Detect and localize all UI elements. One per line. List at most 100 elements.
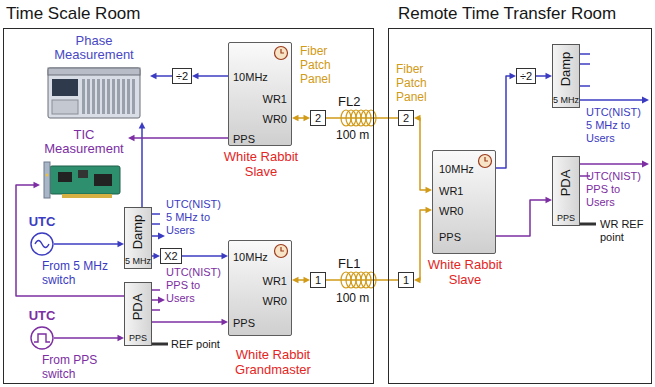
fiber-length: 100 m (336, 291, 369, 306)
port-label: WR1 (439, 184, 463, 198)
connector-line (54, 243, 120, 245)
connector-line (16, 185, 124, 296)
signal-connector (292, 115, 310, 122)
distribution-amp: PDAPPS (552, 156, 580, 226)
tic-card (50, 166, 120, 194)
tic-card (62, 194, 112, 198)
fiber-name: FL2 (338, 94, 360, 110)
phase-instrument (117, 79, 120, 114)
connector-line (196, 75, 228, 77)
signal-connector (536, 73, 552, 80)
source-symbol (34, 334, 50, 342)
patch-port: 2 (398, 110, 414, 126)
reference-bar (152, 343, 168, 346)
phase-instrument (122, 79, 125, 114)
phase-instrument (92, 79, 95, 114)
tic-card (78, 170, 88, 178)
phase-instrument (102, 79, 105, 114)
arrow-head (414, 277, 421, 284)
connector-line (182, 255, 224, 257)
port-label: PPS (233, 132, 255, 146)
output-wire (152, 223, 160, 225)
output-wire (152, 213, 160, 215)
source-name: UTC (24, 308, 60, 324)
connector-line (418, 118, 428, 190)
source-circle: UTCFrom 5 MHz switch (30, 232, 54, 256)
output-wire (152, 289, 160, 291)
phase-instrument (132, 79, 135, 114)
box-label: ÷2 (176, 69, 188, 83)
tic-card (94, 174, 112, 186)
arrow-head (414, 115, 421, 122)
arrow-head (292, 115, 299, 122)
multiplier-box: X2 (160, 248, 182, 264)
phase-instrument (48, 68, 140, 75)
reference-bar (580, 223, 596, 226)
device-logo (281, 247, 284, 251)
panel-label: Fiber Patch Panel (300, 44, 340, 86)
amp-name: PDA (130, 294, 146, 321)
distribution-amp: Damp 5 MHz (124, 207, 152, 269)
output-wire (152, 299, 158, 301)
phase-instrument (52, 79, 78, 96)
port-label: WR1 (263, 274, 287, 288)
instrument-label: TIC Measurement (40, 128, 128, 156)
patch-port: 2 (310, 110, 326, 126)
device-name: White Rabbit Slave (420, 257, 510, 287)
source-name: UTC (24, 214, 60, 230)
distribution-amp: PDA PPS (124, 282, 152, 346)
connector-line (132, 137, 228, 139)
amp-rating: PPS (553, 213, 579, 224)
room-title: Time Scale Room (6, 4, 140, 24)
divider-box: ÷2 (516, 68, 536, 84)
tic-card (44, 162, 50, 198)
amp-rating: 5 MHz (125, 256, 151, 267)
output-wire (642, 97, 649, 104)
output-wire (580, 53, 590, 55)
port-label: WR0 (263, 112, 287, 126)
fiber-name: FL1 (338, 256, 360, 272)
reference-bar (152, 224, 596, 344)
phase-instrument (48, 68, 140, 118)
phase-instrument (87, 79, 90, 114)
amp-rating: PPS (125, 333, 151, 344)
device-logo (485, 157, 488, 161)
arrow-head (128, 135, 135, 142)
tic-card (58, 172, 72, 182)
box-label: 1 (315, 273, 321, 287)
box-label: X2 (164, 249, 177, 263)
phase-instrument (82, 79, 135, 114)
box-label: 2 (403, 111, 409, 125)
patch-port: 1 (398, 272, 414, 288)
amp-name: Damp (558, 52, 574, 87)
port-label: WR0 (439, 204, 463, 218)
port-label: WR1 (263, 92, 287, 106)
port-label: PPS (439, 230, 461, 244)
arrow-head (292, 277, 299, 284)
arrow-head (150, 73, 157, 80)
port-label: 10MHz (233, 250, 268, 264)
device-logo (281, 49, 284, 53)
output-wire (158, 297, 165, 304)
box-label: ÷2 (520, 69, 532, 83)
device-logo (479, 155, 492, 168)
source-caption: From PPS switch (42, 354, 120, 381)
amp-rating: 5 MHz (553, 95, 579, 106)
output-wire (642, 161, 649, 168)
output-wire (580, 163, 642, 165)
output-wire (152, 235, 158, 237)
arrow-head (34, 182, 41, 189)
phase-instrument (82, 79, 85, 114)
output-label: UTC(NIST) 5 MHz to Users (166, 198, 226, 237)
amp-name: Damp (130, 215, 146, 250)
connector-line (496, 76, 512, 168)
port-label: WR0 (263, 294, 287, 308)
connector-line (152, 321, 224, 323)
circle-outline (30, 326, 54, 350)
signal-connector (496, 73, 516, 168)
output-wire (158, 233, 165, 240)
port-label: 10MHz (233, 70, 268, 84)
source-caption: From 5 MHz switch (42, 260, 120, 287)
reference-label: REF point (171, 337, 220, 351)
